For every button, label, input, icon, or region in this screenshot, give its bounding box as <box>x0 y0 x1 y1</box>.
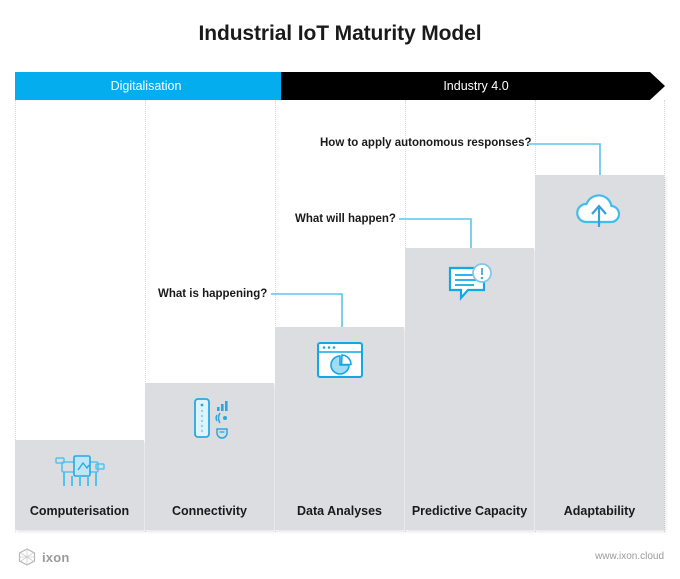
ixon-hexagon-icon <box>18 548 36 566</box>
brand-logo: ixon <box>18 548 70 566</box>
stage-label-computerisation: Computerisation <box>29 504 130 518</box>
gateway-signal-icon <box>145 397 274 441</box>
stage-bar-connectivity[interactable]: Connectivity <box>145 383 274 530</box>
phase-label-digitalisation: Digitalisation <box>110 79 182 93</box>
footer: ixon www.ixon.cloud <box>0 540 680 579</box>
dashboard-piechart-icon <box>275 341 404 381</box>
factory-machine-icon <box>15 454 144 490</box>
stage-bar-adaptability[interactable]: Adaptability <box>535 175 664 530</box>
cloud-upload-icon <box>535 189 664 233</box>
phase-arrow-digitalisation <box>15 72 296 100</box>
grid-guide <box>145 100 146 532</box>
callout-how-to-apply-autonomous-responses: How to apply autonomous responses? <box>320 137 532 149</box>
stage-bar-data-analyses[interactable]: Data Analyses <box>275 327 404 530</box>
stage-label-connectivity: Connectivity <box>171 504 247 518</box>
connector-line-data-analyses <box>271 293 343 327</box>
phase-arrow-industry40 <box>281 72 665 100</box>
stage-bar-computerisation[interactable]: Computerisation <box>15 440 144 530</box>
stage-bar-predictive-capacity[interactable]: Predictive Capacity <box>405 248 534 530</box>
grid-guide <box>664 100 665 532</box>
stage-label-data-analyses: Data Analyses <box>297 504 382 518</box>
stage-label-predictive-capacity: Predictive Capacity <box>411 504 528 518</box>
connector-line-adaptability <box>529 143 601 175</box>
phase-label-industry40: Industry 4.0 <box>443 79 509 93</box>
brand-name: ixon <box>42 549 70 565</box>
phase-banner: Digitalisation Industry 4.0 <box>15 72 665 100</box>
alert-message-icon <box>405 262 534 308</box>
connector-line-predictive-capacity <box>399 218 472 248</box>
page-title: Industrial IoT Maturity Model <box>198 22 482 45</box>
callout-what-will-happen: What will happen? <box>295 213 396 225</box>
callout-what-is-happening: What is happening? <box>158 288 268 300</box>
stage-label-adaptability: Adaptability <box>563 504 636 518</box>
grid-guide <box>15 100 16 532</box>
footer-url[interactable]: www.ixon.cloud <box>595 551 664 562</box>
